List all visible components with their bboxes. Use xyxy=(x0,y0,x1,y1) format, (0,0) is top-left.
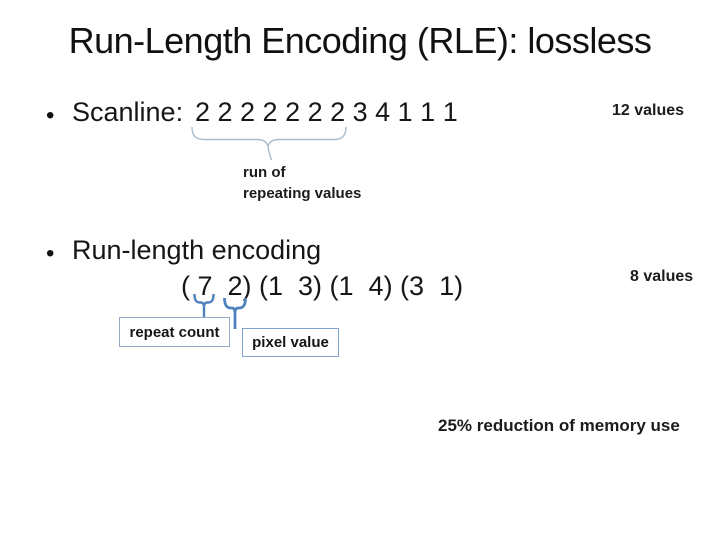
pixel-value-brace-icon xyxy=(223,298,247,329)
memory-reduction-note: 25% reduction of memory use xyxy=(438,416,680,435)
encoding-label: Run-length encoding xyxy=(72,235,322,265)
run-of-label-line1: run of xyxy=(243,164,286,181)
pixel-value-box-label: pixel value xyxy=(252,334,329,351)
repeat-count-brace-icon xyxy=(193,294,215,318)
scanline-label: Scanline: xyxy=(72,97,184,127)
repeat-count-box: repeat count xyxy=(119,317,230,347)
value-count-note-8: 8 values xyxy=(630,268,694,285)
run-brace-icon xyxy=(191,126,347,161)
run-of-label-line2: repeating values xyxy=(243,185,362,202)
value-count-note-12: 12 values xyxy=(612,102,685,119)
encoding-pairs: ( 7 2) (1 3) (1 4) (3 1) xyxy=(181,271,464,301)
bullet-marker: • xyxy=(46,240,55,267)
run-of-label: run of repeating values xyxy=(243,162,361,204)
scanline-values: 2 2 2 2 2 2 2 3 4 1 1 1 xyxy=(195,97,458,127)
repeat-count-box-label: repeat count xyxy=(129,323,220,341)
pixel-value-box: pixel value xyxy=(242,328,339,357)
page-title: Run-Length Encoding (RLE): lossless xyxy=(68,20,652,61)
bullet-marker: • xyxy=(46,102,55,129)
